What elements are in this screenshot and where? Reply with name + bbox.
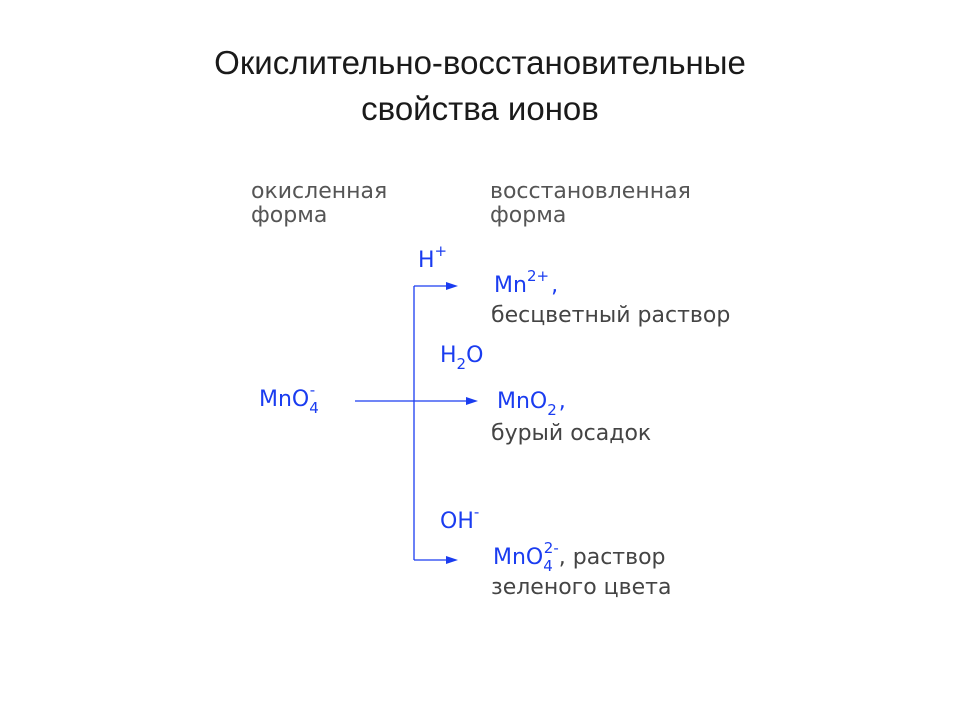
product-mn2plus-charge: 2+ <box>526 267 550 285</box>
product-manganate-subscript: 4 <box>543 557 553 575</box>
product-mn2plus: Mn2+, <box>494 269 559 298</box>
reactant-base: MnO <box>259 387 310 412</box>
oxidized-form-header-line-1: окисленная <box>251 179 388 204</box>
product-mno2-suffix: , <box>558 389 566 414</box>
slide-title-line-2: свойства ионов <box>361 90 599 127</box>
medium-alkaline-charge: - <box>473 503 480 521</box>
reduced-form-header: восстановленная форма <box>490 180 691 228</box>
caption-green-solution: зеленого цвета <box>491 575 672 600</box>
product-mn2plus-suffix: , <box>551 273 559 298</box>
reduced-form-header-line-2: форма <box>490 203 567 228</box>
reactant-permanganate: MnO4- <box>259 383 319 416</box>
product-mno2-subscript: 2 <box>547 401 557 419</box>
slide-title: Окислительно-восстановительные свойства … <box>0 40 960 132</box>
caption-brown-precipitate: бурый осадок <box>491 421 652 446</box>
medium-acidic: H+ <box>418 244 447 273</box>
slide-title-line-1: Окислительно-восстановительные <box>214 44 746 81</box>
caption-colorless-solution: бесцветный раствор <box>491 303 731 328</box>
reduced-form-header-line-1: восстановленная <box>490 179 691 204</box>
branch-bottom-arrowhead <box>446 556 458 564</box>
medium-acidic-charge: + <box>434 242 448 260</box>
branch-top-arrowhead <box>446 282 458 290</box>
oxidized-form-header: окисленная форма <box>251 180 387 228</box>
medium-neutral: H2O <box>440 343 484 372</box>
product-manganate: MnO42-, раствор <box>493 541 666 574</box>
product-mno2-base: MnO <box>497 389 548 414</box>
medium-alkaline-base: OH <box>440 509 474 534</box>
reactant-charge: - <box>309 381 316 399</box>
medium-neutral-subscript: 2 <box>456 355 467 373</box>
product-mno2: MnO2, <box>497 389 566 418</box>
medium-neutral-tail: O <box>466 343 484 368</box>
medium-acidic-base: H <box>418 248 435 273</box>
reactant-subscript: 4 <box>309 399 319 417</box>
product-manganate-suffix: , раствор <box>558 545 666 570</box>
medium-alkaline: OH- <box>440 505 479 534</box>
main-arrowhead <box>466 397 478 405</box>
product-mn2plus-base: Mn <box>494 273 527 298</box>
medium-neutral-base: H <box>440 343 457 368</box>
product-manganate-base: MnO <box>493 545 544 570</box>
product-manganate-charge: 2- <box>543 539 559 557</box>
oxidized-form-header-line-2: форма <box>251 203 328 228</box>
